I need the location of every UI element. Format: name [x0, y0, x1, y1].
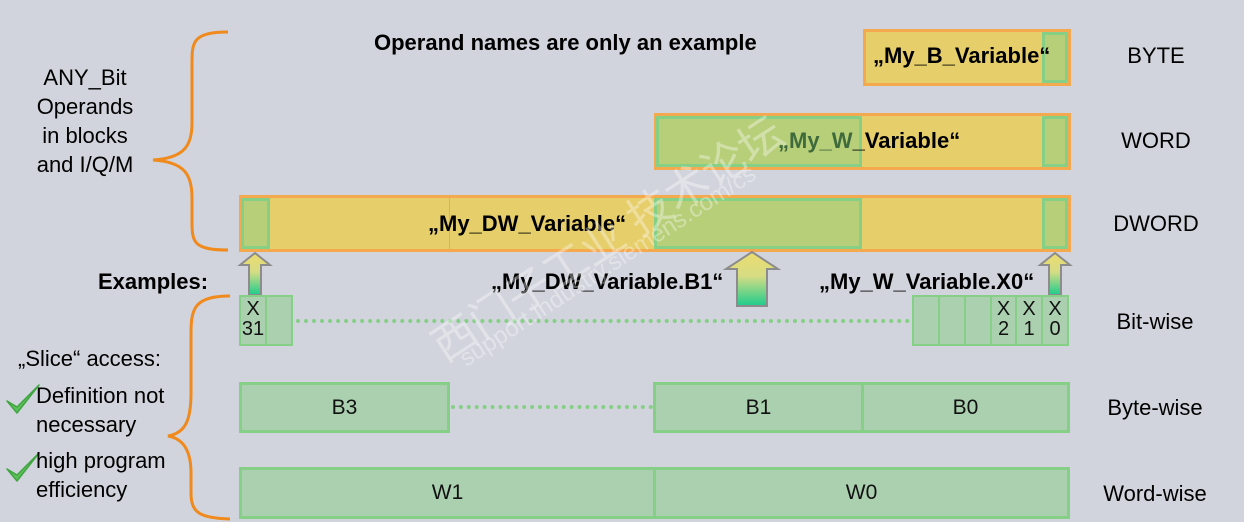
- access-label-byte-wise: Byte-wise: [1107, 395, 1203, 420]
- byte-cell-b3: B3: [239, 382, 450, 433]
- bit-cell-index: 31: [241, 318, 265, 340]
- bit-cell-index: 2: [997, 318, 1010, 340]
- benefit-line: Definition not: [36, 383, 165, 408]
- bit-cell-x31: X 31: [239, 295, 267, 346]
- any-bit-line: and I/Q/M: [36, 152, 134, 177]
- checkmark-icon: [6, 452, 40, 482]
- word-variable-label-part2: _Variable“: [852, 128, 961, 153]
- type-label-dword: DWORD: [1113, 211, 1199, 236]
- bit0-arrow-icon: [1037, 251, 1073, 296]
- word-cell-w0: W0: [653, 467, 1070, 519]
- type-label-word: WORD: [1121, 128, 1191, 153]
- example-byte-access-label: „My_DW_Variable.B1“: [491, 269, 724, 294]
- bit-cell-index: 1: [1023, 318, 1035, 340]
- dword-bit31-highlight: [241, 198, 270, 249]
- byte-variable-label: „My_B_Variable“: [873, 43, 1051, 68]
- any-bit-line: ANY_Bit: [43, 65, 127, 90]
- bit-row-ellipsis-dots: [296, 319, 910, 323]
- dword-bit0-highlight: [1042, 198, 1068, 249]
- any-bit-line: Operands: [36, 94, 134, 119]
- benefit-line: high program: [36, 448, 166, 473]
- any-bit-line: in blocks: [42, 123, 128, 148]
- dword-byte1-highlight: [654, 198, 862, 249]
- bit-cell-x1: X 1: [1015, 295, 1043, 346]
- bit-cell: [938, 295, 966, 346]
- slice-access-title: „Slice“ access:: [18, 346, 162, 371]
- benefit-definition: Definition not necessary: [36, 381, 164, 439]
- bit31-arrow-icon: [237, 251, 273, 296]
- byte-cell-b1: B1: [653, 382, 864, 433]
- bit-cell-letter: X: [1022, 298, 1036, 320]
- type-label-byte: BYTE: [1127, 43, 1185, 68]
- bit-cell-letter: X: [996, 298, 1011, 320]
- access-label-word-wise: Word-wise: [1103, 481, 1207, 506]
- bit-cell-index: 0: [1049, 318, 1061, 340]
- dword-byte-divider: [449, 198, 450, 249]
- access-label-bit-wise: Bit-wise: [1116, 309, 1194, 334]
- word-variable-label-part1: „My_W: [778, 128, 853, 153]
- bit-cell: [964, 295, 992, 346]
- benefit-line: efficiency: [36, 477, 128, 502]
- word-variable-label: „My_W_Variable“: [778, 128, 960, 154]
- example-bit-access-label: „My_W_Variable.X0“: [819, 269, 1035, 294]
- word-byte-highlight: [656, 116, 862, 167]
- watermark-url: support.industry.siemens.com/cs: [454, 160, 762, 373]
- checkmark-icon: [6, 384, 40, 414]
- word-bit-highlight: [1042, 116, 1068, 167]
- dword-variable-label: „My_DW_Variable“: [428, 211, 627, 236]
- bit-cell-letter: X: [246, 298, 260, 320]
- bottom-brace-icon: [167, 294, 231, 521]
- byte-cell-b0: B0: [861, 382, 1070, 433]
- bit-cell: [265, 295, 293, 346]
- header-note: Operand names are only an example: [374, 30, 757, 55]
- benefit-efficiency: high program efficiency: [36, 446, 166, 504]
- any-bit-description: ANY_Bit Operands in blocks and I/Q/M: [20, 63, 150, 179]
- top-brace-icon: [152, 30, 229, 252]
- byte-row-ellipsis-dots: [451, 405, 653, 409]
- benefit-line: necessary: [36, 412, 137, 437]
- bit-cell-x2: X 2: [990, 295, 1017, 346]
- byte-bit-highlight: [1042, 32, 1068, 83]
- examples-label: Examples:: [98, 269, 209, 294]
- word-cell-w1: W1: [239, 467, 656, 519]
- bit-cell-letter: X: [1048, 298, 1062, 320]
- byte1-arrow-icon: [722, 250, 782, 307]
- bit-cell: [912, 295, 940, 346]
- bit-cell-x0: X 0: [1041, 295, 1069, 346]
- byte-variable-bar: [863, 29, 1071, 86]
